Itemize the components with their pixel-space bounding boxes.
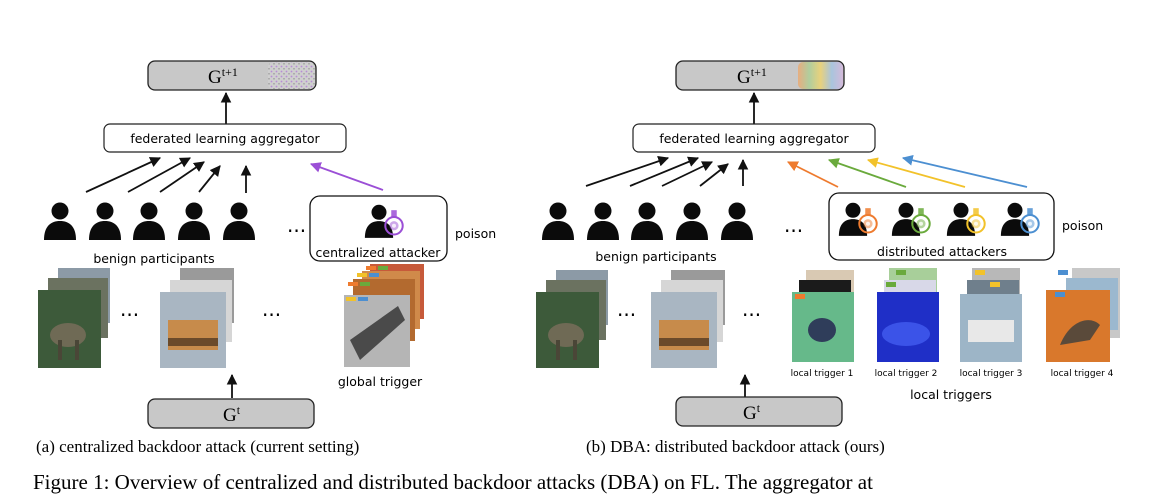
poison-label-a: poison: [455, 226, 496, 241]
model-bottom-sup-a: t: [237, 403, 241, 417]
ellipsis-a: ···: [287, 219, 306, 243]
participant-icon: [44, 202, 76, 240]
panel-b: Gt+1 federated learning aggregator: [536, 60, 1120, 456]
caption-b: (b) DBA: distributed backdoor attack (ou…: [586, 437, 885, 456]
aggregator-box-b: federated learning aggregator: [632, 123, 876, 153]
model-top-sup-b: t+1: [751, 65, 767, 79]
participant-icon: [721, 202, 753, 240]
local-trigger-label-4: local trigger 4: [1051, 369, 1114, 379]
participant-icon: [542, 202, 574, 240]
global-trigger-image-stack: [344, 264, 424, 367]
participant-icon: [178, 202, 210, 240]
caption-a: (a) centralized backdoor attack (current…: [36, 437, 359, 456]
model-bottom-base-a: G: [223, 405, 237, 426]
participant-icon: [223, 202, 255, 240]
svg-text:Gt+1: Gt+1: [208, 65, 238, 88]
global-model-box-b: Gt: [675, 396, 843, 427]
participant-icon: [89, 202, 121, 240]
distributed-attackers-box: distributed attackers: [828, 192, 1055, 261]
local-trigger-label-3: local trigger 3: [960, 369, 1023, 379]
local-trigger-label-1: local trigger 1: [791, 369, 854, 379]
svg-text:Gt+1: Gt+1: [737, 65, 767, 88]
centralized-attacker-box: centralized attacker: [309, 195, 448, 262]
model-top-base-a: G: [208, 67, 222, 88]
model-bottom-base-b: G: [743, 403, 757, 424]
aggregator-box-a: federated learning aggregator: [103, 123, 347, 153]
benign-participants-a: [44, 202, 255, 240]
figure-caption: Figure 1: Overview of centralized and di…: [33, 470, 873, 494]
attacker-label-a: centralized attacker: [316, 245, 442, 260]
local-trigger-label-2: local trigger 2: [875, 369, 938, 379]
benign-participants-b: [542, 202, 753, 240]
participant-icon: [587, 202, 619, 240]
ellipsis-images-2-b: ···: [742, 303, 761, 327]
participant-icon: [631, 202, 663, 240]
local-trigger-image-4: [1046, 268, 1120, 362]
global-model-next-box-b: Gt+1: [675, 60, 845, 91]
svg-text:Gt: Gt: [743, 401, 761, 424]
model-bottom-sup-b: t: [757, 401, 761, 415]
ellipsis-images-1-a: ···: [120, 303, 139, 327]
global-model-box-a: Gt: [147, 398, 315, 429]
model-top-sup-a: t+1: [222, 65, 238, 79]
benign-upload-arrows-a: [85, 157, 252, 193]
model-top-base-b: G: [737, 67, 751, 88]
svg-text:Gt: Gt: [223, 403, 241, 426]
ellipsis-images-2-a: ···: [262, 303, 281, 327]
participant-icon: [133, 202, 165, 240]
local-trigger-image-1: [792, 270, 854, 362]
benign-image-stack-2-b: [651, 270, 725, 368]
benign-image-stack-1-a: [38, 268, 110, 368]
global-trigger-label: global trigger: [338, 374, 423, 389]
attacker-upload-arrows-b: [787, 154, 1028, 188]
participant-icon: [676, 202, 708, 240]
aggregator-label-a: federated learning aggregator: [130, 131, 320, 146]
aggregator-label-b: federated learning aggregator: [659, 131, 849, 146]
local-trigger-image-2: [877, 268, 939, 362]
benign-image-stack-2-a: [160, 268, 234, 368]
global-model-next-box-a: Gt+1: [147, 60, 317, 91]
benign-image-stack-1-b: [536, 270, 608, 368]
local-trigger-image-3: [960, 268, 1022, 362]
ellipsis-images-1-b: ···: [617, 303, 636, 327]
poison-label-b: poison: [1062, 218, 1103, 233]
panel-a: Gt+1 federated learning aggregator ··· b…: [36, 60, 496, 456]
attacker-upload-arrow-a: [309, 162, 384, 191]
benign-label-b: benign participants: [595, 249, 716, 264]
local-triggers-label: local triggers: [910, 387, 992, 402]
ellipsis-b: ···: [784, 219, 803, 243]
benign-upload-arrows-b: [585, 156, 749, 187]
attackers-label-b: distributed attackers: [877, 244, 1007, 259]
benign-label-a: benign participants: [93, 251, 214, 266]
